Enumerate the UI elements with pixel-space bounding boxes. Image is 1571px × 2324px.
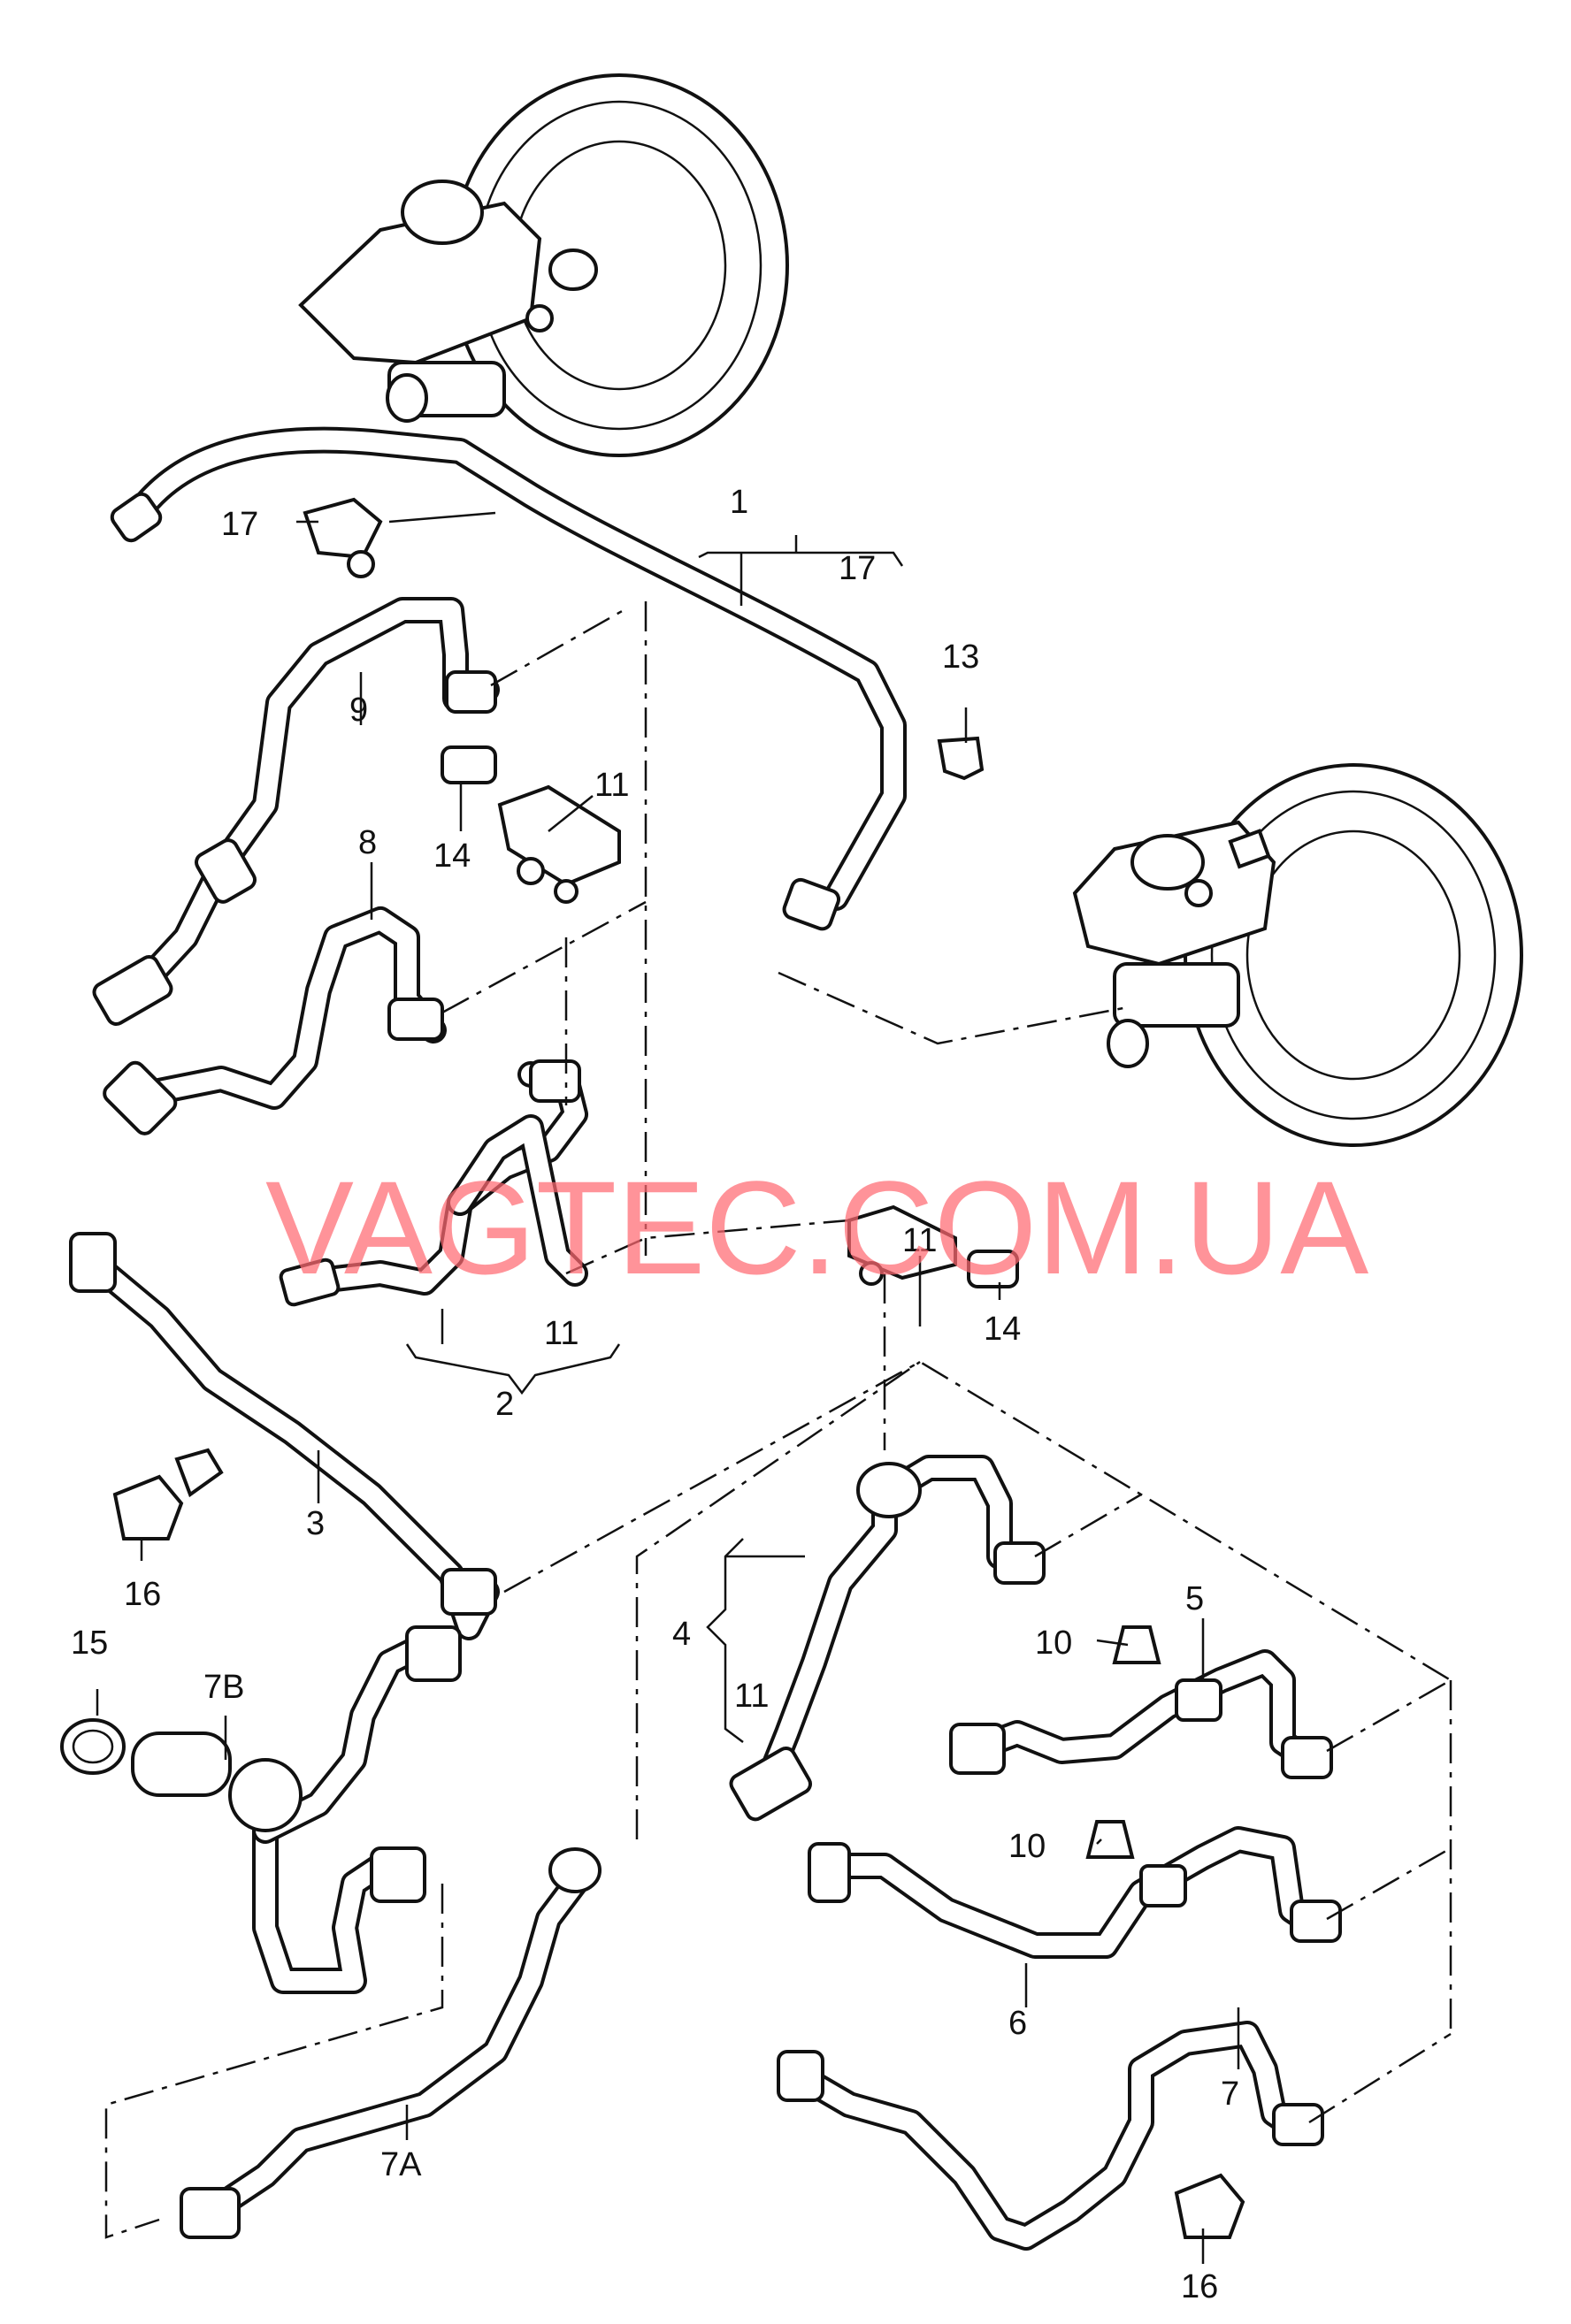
clip-17 (303, 497, 383, 578)
callout-5: 5 (1185, 1580, 1204, 1617)
callout-11-top: 11 (594, 767, 629, 804)
callout-7b: 7B (203, 1669, 244, 1706)
clip-13 (937, 736, 985, 781)
callout-11-bracket-4: 11 (734, 1678, 769, 1715)
clip-16a (112, 1448, 224, 1540)
callout-11-middle: 11 (902, 1222, 937, 1259)
sensor-11b (847, 1204, 957, 1286)
callout-16-right: 16 (1181, 2268, 1218, 2305)
sensor-11a (497, 784, 621, 904)
watermark-text: VAGTEC.COM.UA (265, 1153, 1368, 1302)
hose-4 (729, 1455, 1046, 1822)
hose-8 (103, 906, 447, 1135)
clip-16b (1174, 2173, 1245, 2239)
callout-10-upper: 10 (1035, 1625, 1072, 1662)
callout-1: 1 (730, 484, 748, 521)
connector-14a (441, 745, 497, 784)
callout-10-lower: 10 (1008, 1828, 1046, 1865)
brake-booster-right (1072, 763, 1523, 1147)
hose-7b (131, 1625, 462, 1994)
callout-3: 3 (306, 1505, 325, 1542)
connector-14b (967, 1250, 1019, 1288)
valve-10b (1085, 1820, 1135, 1859)
hose-5 (949, 1649, 1333, 1779)
clamp-15 (60, 1718, 126, 1775)
callout-8: 8 (358, 824, 377, 861)
callout-15: 15 (71, 1625, 108, 1662)
callout-11-bracket-2: 11 (544, 1315, 579, 1352)
hose-3 (69, 1232, 500, 1640)
callout-16-left: 16 (124, 1576, 161, 1613)
hose-7 (777, 2021, 1324, 2251)
hose-7a (180, 1847, 602, 2239)
hose-6 (808, 1826, 1342, 1959)
callout-17-bracket: 17 (839, 550, 876, 587)
callout-7: 7 (1221, 2076, 1239, 2113)
callout-2: 2 (495, 1386, 514, 1423)
leader-lines (96, 511, 1240, 2264)
hose-2 (279, 1059, 588, 1307)
brake-booster-top (298, 73, 789, 457)
callout-labels: 1 17 17 13 9 14 11 8 11 14 2 11 3 16 15 … (71, 484, 1239, 2305)
hose-1 (110, 426, 907, 931)
callout-17-clip: 17 (221, 506, 258, 543)
valve-10a (1112, 1625, 1161, 1664)
hose-9 (92, 597, 500, 1026)
callout-9: 9 (349, 692, 368, 729)
callout-7a: 7A (380, 2146, 422, 2183)
callout-14-top: 14 (433, 837, 471, 875)
callout-4: 4 (672, 1616, 691, 1653)
callout-14-middle: 14 (984, 1311, 1021, 1348)
assembly-lines (104, 601, 1452, 2239)
callout-13: 13 (942, 638, 979, 676)
callout-6: 6 (1008, 2005, 1027, 2042)
